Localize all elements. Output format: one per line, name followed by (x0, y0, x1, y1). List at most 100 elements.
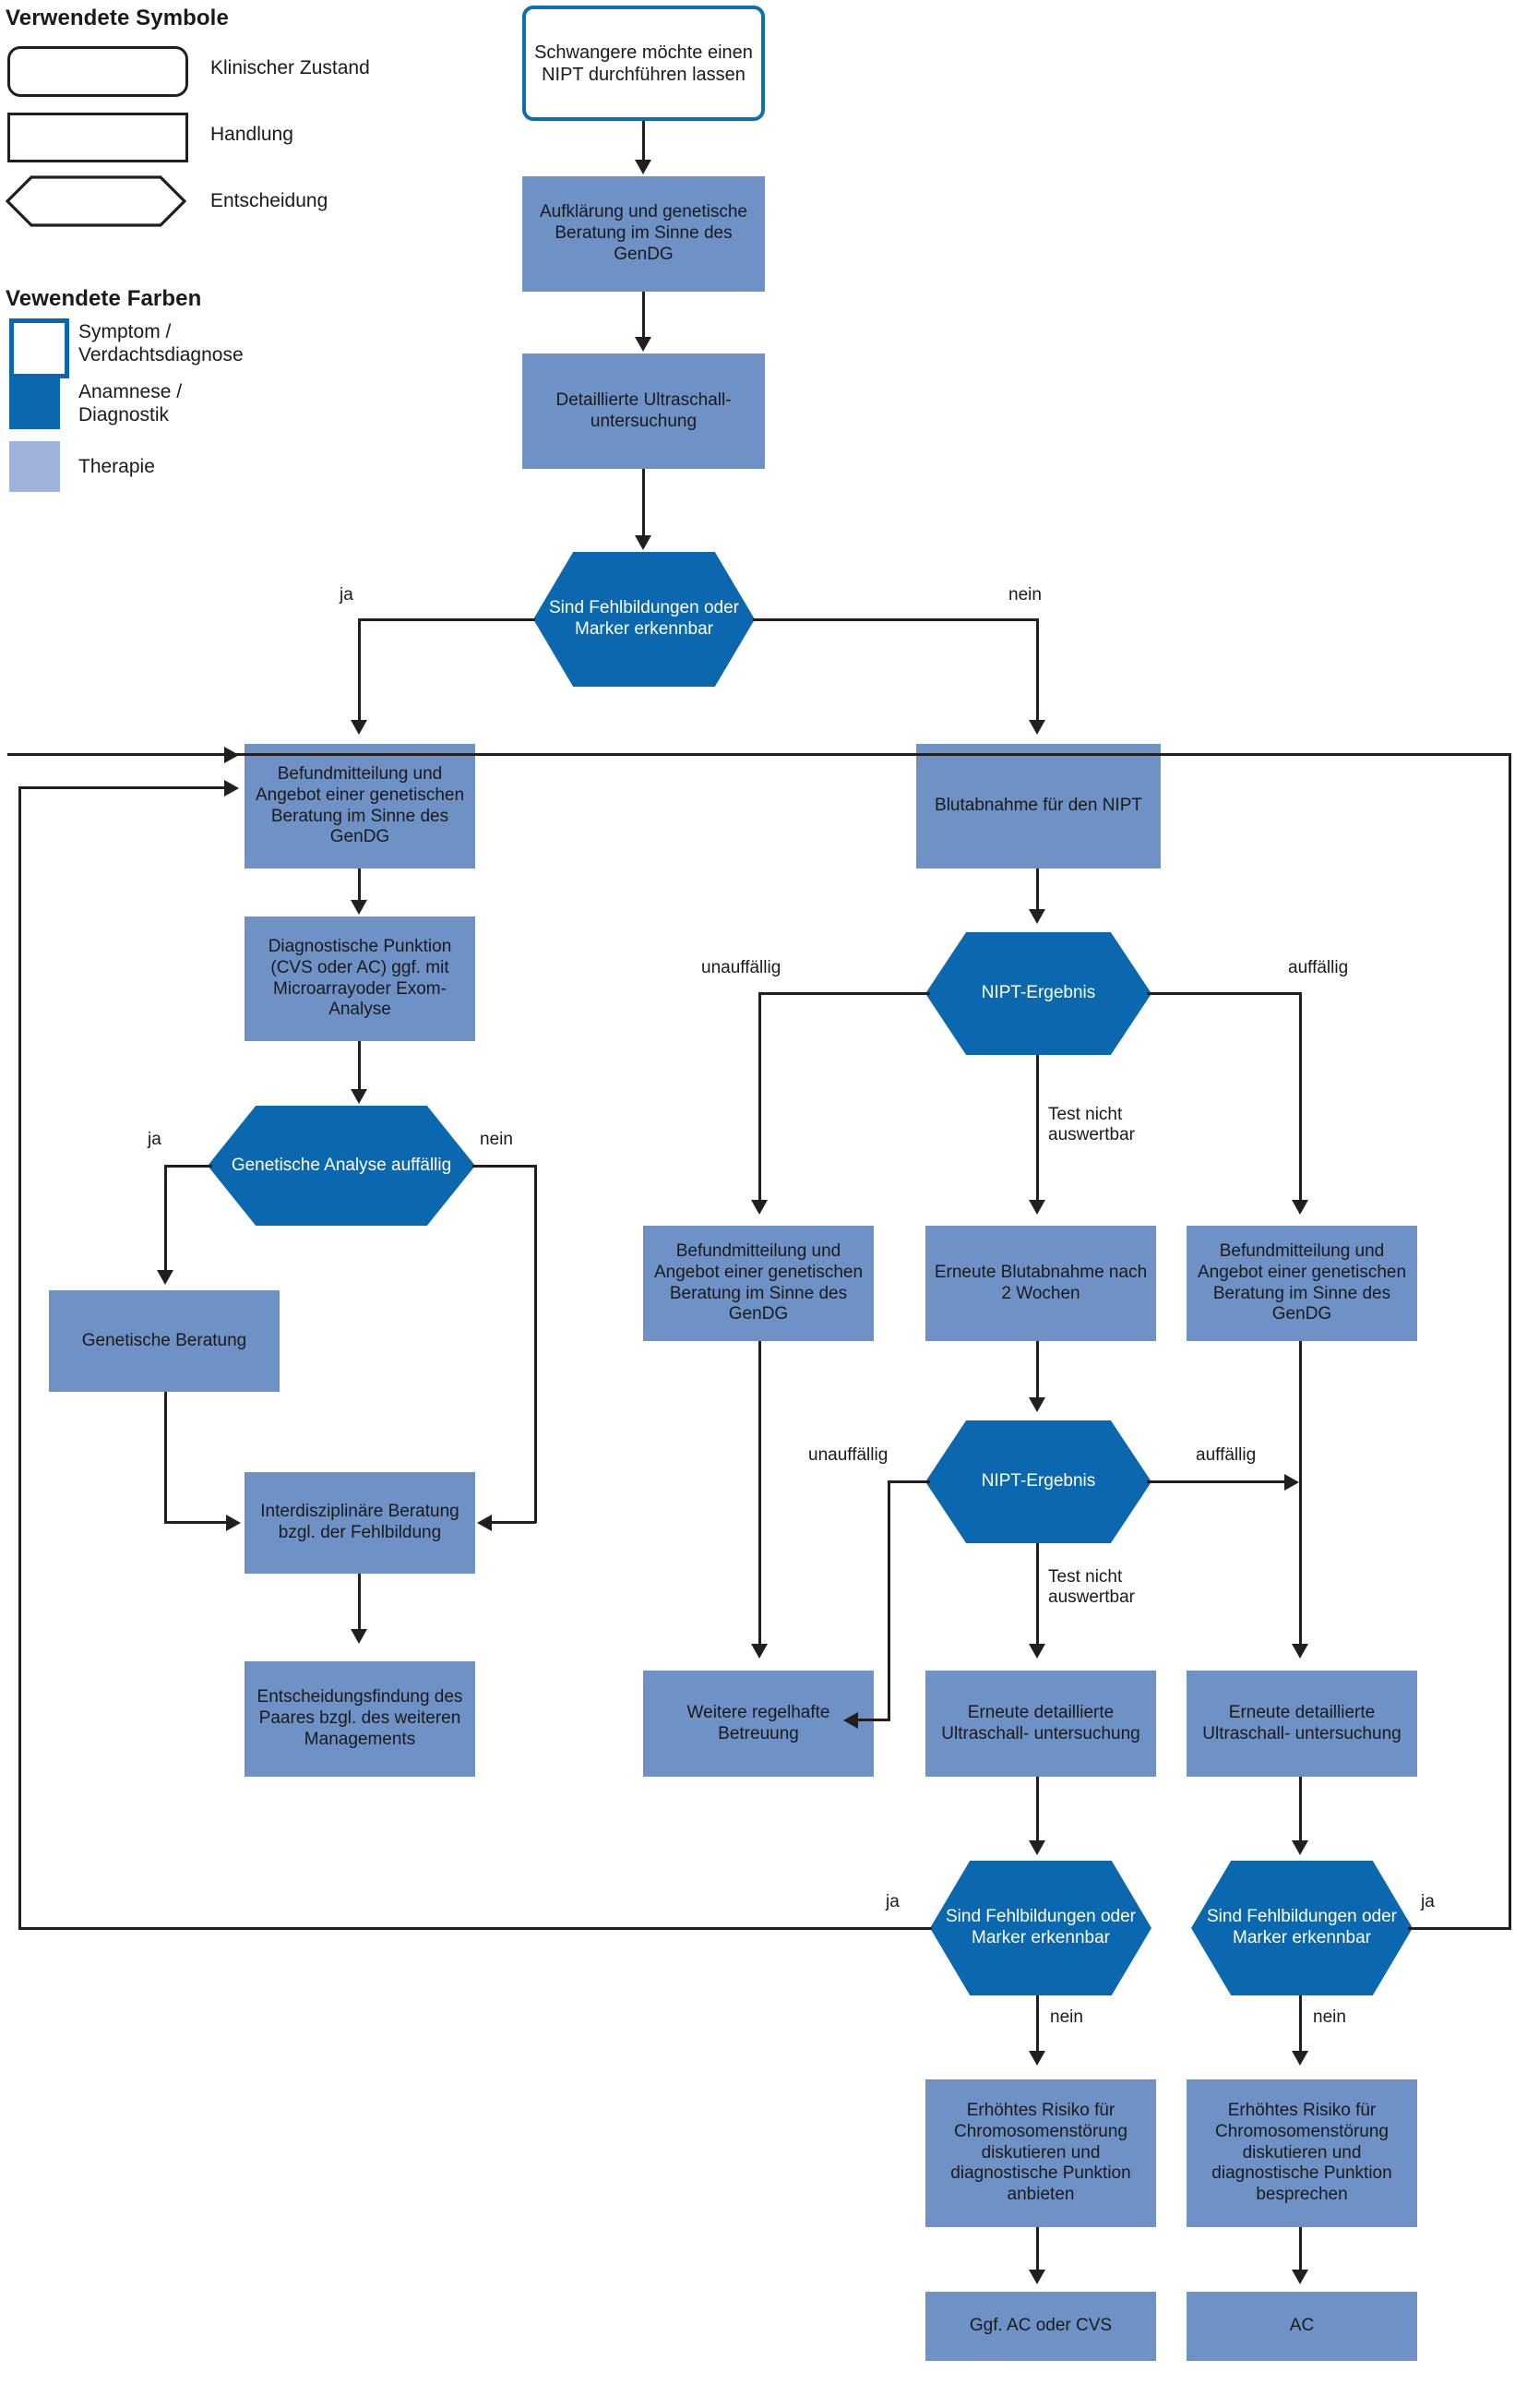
edge-decnipt1-unauffaellig-down (758, 992, 761, 1202)
node-risiko-rechts[interactable]: Erhöhtes Risiko für Chromosomenstörung d… (1187, 2079, 1417, 2227)
legend-symbol-rect (7, 113, 188, 162)
node-befundmitteilung-mitte[interactable]: Befundmitteilung und Angebot einer genet… (643, 1226, 874, 1341)
edge-label-nein-3: nein (1313, 2007, 1346, 2027)
node-genetische-beratung[interactable]: Genetische Beratung (49, 1290, 280, 1392)
node-befundmitteilung-links-label: Befundmitteilung und Angebot einer genet… (255, 763, 465, 847)
arrowhead-down (635, 160, 651, 174)
arrowhead-down (1029, 909, 1045, 924)
arrowhead-down (1292, 1840, 1308, 1855)
node-risiko-rechts-label: Erhöhtes Risiko für Chromosomenstörung d… (1211, 2101, 1392, 2205)
node-decision-nipt-1[interactable]: NIPT-Ergebnis (925, 932, 1151, 1055)
arrowhead-down (1029, 720, 1045, 735)
edge-decfehlb3-nein (1299, 1995, 1302, 2053)
node-befundmitteilung-links[interactable]: Befundmitteilung und Angebot einer genet… (245, 744, 475, 869)
node-decision-fehlbildungen-2-label: Sind Fehlbildungen oder Marker erkennbar (946, 1907, 1136, 1947)
edge-befundmitte-to-weitere (758, 1341, 761, 1646)
node-aufklaerung[interactable]: Aufklärung und genetische Beratung im Si… (522, 176, 765, 292)
edge-decfehlb3-ja-up (1509, 753, 1511, 1930)
node-decision-nipt-1-label: NIPT-Ergebnis (981, 983, 1096, 1003)
edge-label-nein-genetisch: nein (480, 1130, 513, 1149)
edge-dec-genetisch-nein-down (534, 1165, 537, 1523)
edge-erneuteblut-to-decnipt2 (1036, 1341, 1039, 1399)
edge-punktion-to-decision-genetisch (358, 1041, 361, 1091)
node-decision-fehlbildungen-1[interactable]: Sind Fehlbildungen oder Marker erkennbar (533, 552, 755, 687)
edge-decision1-nein (753, 618, 1039, 621)
node-interdisziplinaere-beratung-label: Interdisziplinäre Beratung bzgl. der Feh… (260, 1502, 459, 1542)
arrowhead-down (751, 1200, 768, 1215)
edge-decnipt2-unauffaellig (888, 1480, 930, 1483)
arrowhead-left (843, 1712, 858, 1729)
edge-decision1-ja (358, 618, 535, 621)
legend-swatch-anamnese (9, 378, 60, 429)
edge-erneuteusrechts-to-decfehlb3 (1299, 1777, 1302, 1843)
node-genetische-beratung-label: Genetische Beratung (81, 1330, 247, 1350)
edge-label-test-nicht-auswertbar-2: Test nicht auswertbar (1048, 1567, 1135, 1608)
node-erneute-us-rechts-label: Erneute detaillierte Ultraschall- unters… (1202, 1702, 1402, 1743)
node-ac-cvs[interactable]: Ggf. AC oder CVS (925, 2292, 1156, 2361)
node-weitere-betreuung[interactable]: Weitere regelhafte Betreuung (643, 1671, 874, 1777)
arrowhead-right (226, 1515, 241, 1531)
hexagon-shape (533, 552, 755, 687)
arrowhead-down (1029, 1840, 1045, 1855)
hexagon-shape (925, 932, 1151, 1055)
edge-dec-genetisch-nein-back (492, 1521, 536, 1524)
edge-decfehlb2-ja-up (18, 786, 21, 1930)
edge-decfehlb3-ja-top (7, 753, 1511, 756)
node-diagnostische-punktion[interactable]: Diagnostische Punktion (CVS oder AC) ggf… (245, 916, 475, 1041)
node-erneute-us-rechts[interactable]: Erneute detaillierte Ultraschall- unters… (1187, 1671, 1417, 1777)
node-decision-fehlbildungen-3[interactable]: Sind Fehlbildungen oder Marker erkennbar (1191, 1861, 1413, 1995)
edge-decision1-nein-down (1036, 618, 1039, 722)
edge-decfehlb2-ja (18, 1927, 932, 1930)
node-ac[interactable]: AC (1187, 2292, 1417, 2361)
node-start[interactable]: Schwangere möchte einen NIPT durchführen… (522, 6, 765, 121)
legend-colors-title: Vewendete Farben (6, 286, 202, 311)
node-befundmitteilung-rechts[interactable]: Befundmitteilung und Angebot einer genet… (1187, 1226, 1417, 1341)
hexagon-shape (925, 1420, 1151, 1543)
node-befundmitteilung-rechts-label: Befundmitteilung und Angebot einer genet… (1197, 1240, 1407, 1324)
hexagon-shape (1191, 1861, 1413, 1995)
edge-label-ja-genetisch: ja (148, 1130, 161, 1149)
edge-label-auffaellig-2: auffällig (1196, 1445, 1257, 1465)
edge-risikorechts-to-ac (1299, 2227, 1302, 2271)
edge-aufklaerung-to-ultraschall (642, 292, 645, 339)
node-risiko-mitte-label: Erhöhtes Risiko für Chromosomenstörung d… (950, 2101, 1131, 2205)
node-decision-nipt-2-label: NIPT-Ergebnis (981, 1471, 1096, 1492)
node-risiko-mitte[interactable]: Erhöhtes Risiko für Chromosomenstörung d… (925, 2079, 1156, 2227)
legend-color-label-1: Anamnese /Diagnostik (78, 381, 183, 425)
edge-decnipt1-test-nicht-auswertbar (1036, 1055, 1039, 1202)
edge-label-ja-1: ja (340, 585, 353, 605)
arrowhead-down (351, 1629, 367, 1644)
arrowhead-down (157, 1270, 173, 1285)
arrowhead-right (224, 747, 239, 763)
edge-genberatung-down (164, 1392, 167, 1523)
arrowhead-down (1029, 1644, 1045, 1659)
edge-dec-genetisch-nein (472, 1165, 537, 1168)
edge-label-auffaellig-1: auffällig (1288, 958, 1349, 977)
node-blutabnahme[interactable]: Blutabnahme für den NIPT (916, 744, 1161, 869)
edge-decfehlb2-ja-into-befund (18, 786, 225, 789)
node-interdisziplinaere-beratung[interactable]: Interdisziplinäre Beratung bzgl. der Feh… (245, 1472, 475, 1574)
node-decision-nipt-2[interactable]: NIPT-Ergebnis (925, 1420, 1151, 1543)
node-erneute-blutabnahme[interactable]: Erneute Blutabnahme nach 2 Wochen (925, 1226, 1156, 1341)
node-erneute-us-mitte[interactable]: Erneute detaillierte Ultraschall- unters… (925, 1671, 1156, 1777)
edge-erneuteusmitte-to-decfehlb2 (1036, 1777, 1039, 1843)
node-entscheidungsfindung[interactable]: Entscheidungsfindung des Paares bzgl. de… (245, 1661, 475, 1777)
edge-label-test-nicht-auswertbar-1: Test nicht auswertbar (1048, 1105, 1135, 1145)
node-erneute-blutabnahme-label: Erneute Blutabnahme nach 2 Wochen (934, 1262, 1148, 1303)
edge-interdisz-to-entscheidung (358, 1574, 361, 1631)
node-decision-fehlbildungen-2[interactable]: Sind Fehlbildungen oder Marker erkennbar (930, 1861, 1151, 1995)
legend-symbol-label-1: Handlung (210, 124, 293, 145)
node-ac-label: AC (1289, 2316, 1315, 2336)
hexagon-shape (208, 1106, 475, 1226)
edge-ultraschall-to-decision1 (642, 469, 645, 537)
node-ultraschall[interactable]: Detaillierte Ultraschall- untersuchung (522, 353, 765, 469)
edge-blutabnahme-to-decnipt1 (1036, 869, 1039, 911)
node-ultraschall-label: Detaillierte Ultraschall- untersuchung (555, 389, 732, 431)
edge-genberatung-to-interdisz (164, 1521, 227, 1524)
node-decision-genetische-analyse[interactable]: Genetische Analyse auffällig (208, 1106, 475, 1226)
arrowhead-down (1292, 2051, 1308, 2066)
edge-decision1-ja-down (358, 618, 361, 722)
edge-label-unauffaellig-1: unauffällig (701, 958, 781, 977)
edge-befundrechts-to-erneuteus (1299, 1341, 1302, 1646)
edge-start-to-aufklaerung (642, 121, 645, 162)
